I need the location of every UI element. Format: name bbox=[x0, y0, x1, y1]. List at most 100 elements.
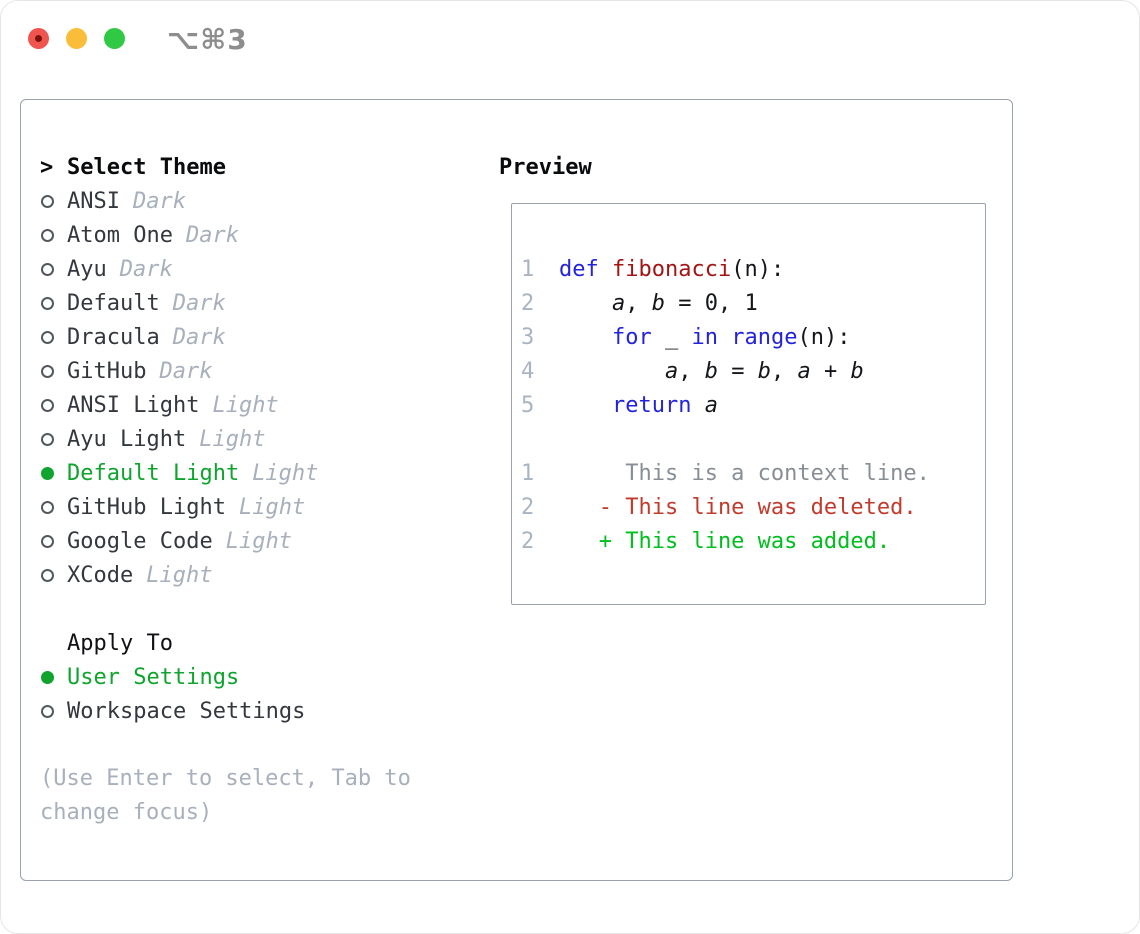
code-token: b bbox=[651, 290, 665, 316]
code-token: a bbox=[611, 290, 626, 316]
theme-variant: Dark bbox=[172, 324, 226, 350]
code-token bbox=[559, 393, 612, 418]
code-token: , bbox=[770, 358, 798, 384]
line-number: 5 bbox=[521, 392, 535, 418]
code-token: def bbox=[559, 256, 599, 282]
code-content: for _ in range(n): bbox=[559, 325, 850, 350]
code-token bbox=[599, 257, 612, 282]
diff-text: This is a context line. bbox=[559, 460, 930, 486]
radio-icon bbox=[40, 330, 67, 344]
theme-name: Atom One bbox=[67, 222, 173, 248]
theme-variant: Light bbox=[225, 528, 292, 554]
code-token: fibonacci bbox=[612, 256, 732, 282]
code-line: 5 return a bbox=[521, 388, 985, 422]
radio-icon bbox=[40, 364, 67, 378]
theme-variant: Light bbox=[252, 460, 319, 486]
theme-name: Default bbox=[67, 290, 160, 316]
radio-circle bbox=[41, 432, 54, 446]
code-token: (n): bbox=[731, 256, 785, 282]
radio-circle bbox=[41, 398, 54, 412]
theme-variant: Dark bbox=[172, 290, 226, 316]
spacer bbox=[521, 422, 985, 456]
line-number: 2 bbox=[521, 528, 535, 554]
window-title: ⌥⌘3 bbox=[167, 23, 248, 56]
theme-option[interactable]: GitHub Light Light bbox=[40, 490, 490, 524]
theme-variant: Light bbox=[212, 392, 279, 418]
code-token: b bbox=[704, 358, 718, 384]
code-token: b bbox=[757, 358, 771, 384]
theme-name: Default Light bbox=[67, 460, 240, 486]
diff-line-deleted: 2 - This line was deleted. bbox=[521, 490, 985, 524]
code-token: , bbox=[678, 358, 705, 384]
code-token: , bbox=[625, 290, 652, 316]
preview-title: Preview bbox=[499, 154, 592, 180]
theme-option[interactable]: Default Dark bbox=[40, 286, 490, 320]
radio-icon bbox=[40, 228, 67, 242]
radio-circle bbox=[41, 296, 54, 310]
theme-name: Dracula bbox=[67, 324, 160, 350]
minimize-button[interactable] bbox=[66, 28, 87, 49]
theme-variant: Dark bbox=[185, 222, 239, 248]
apply-option-label: User Settings bbox=[67, 664, 240, 690]
select-theme-title: Select Theme bbox=[67, 154, 226, 180]
line-number: 1 bbox=[521, 460, 535, 486]
radio-circle bbox=[41, 670, 54, 684]
theme-variant: Dark bbox=[159, 358, 213, 384]
apply-option[interactable]: Workspace Settings bbox=[40, 694, 490, 728]
code-token: (n): bbox=[797, 324, 851, 350]
theme-option[interactable]: Dracula Dark bbox=[40, 320, 490, 354]
code-token bbox=[718, 325, 731, 350]
select-theme-header: > Select Theme bbox=[40, 150, 490, 184]
line-number: 3 bbox=[521, 324, 535, 350]
spacer bbox=[40, 728, 490, 762]
radio-circle bbox=[41, 500, 54, 514]
close-button[interactable] bbox=[28, 28, 49, 49]
code-token: = 0, 1 bbox=[664, 290, 758, 316]
radio-icon bbox=[40, 432, 67, 446]
theme-option[interactable]: Atom One Dark bbox=[40, 218, 490, 252]
radio-circle bbox=[41, 330, 54, 344]
apply-option[interactable]: User Settings bbox=[40, 660, 490, 694]
theme-name: Google Code bbox=[67, 528, 213, 554]
code-token bbox=[691, 393, 704, 418]
radio-circle bbox=[41, 194, 54, 208]
code-token bbox=[559, 359, 665, 384]
preview-header: Preview bbox=[499, 150, 986, 184]
radio-circle bbox=[41, 704, 54, 718]
radio-circle bbox=[41, 466, 54, 480]
code-token: a bbox=[704, 392, 718, 418]
code-token bbox=[559, 291, 612, 316]
theme-name: ANSI bbox=[67, 188, 120, 214]
code-token: b bbox=[850, 358, 864, 384]
radio-icon bbox=[40, 262, 67, 276]
code-token: in bbox=[691, 324, 718, 350]
radio-icon bbox=[40, 296, 67, 310]
theme-option[interactable]: Default Light Light bbox=[40, 456, 490, 490]
theme-option[interactable]: Google Code Light bbox=[40, 524, 490, 558]
radio-circle bbox=[41, 534, 54, 548]
line-number: 2 bbox=[521, 494, 535, 520]
theme-name: Ayu bbox=[67, 256, 107, 282]
line-number: 1 bbox=[521, 256, 535, 282]
diff-line-context: 1 This is a context line. bbox=[521, 456, 985, 490]
apply-to-header: Apply To bbox=[40, 626, 490, 660]
theme-name: XCode bbox=[67, 562, 134, 588]
theme-name: GitHub Light bbox=[67, 494, 226, 520]
spacer bbox=[40, 592, 490, 626]
theme-variant: Light bbox=[238, 494, 306, 520]
zoom-button[interactable] bbox=[104, 28, 125, 49]
diff-text: + This line was added. bbox=[559, 528, 891, 554]
radio-icon bbox=[40, 398, 67, 412]
